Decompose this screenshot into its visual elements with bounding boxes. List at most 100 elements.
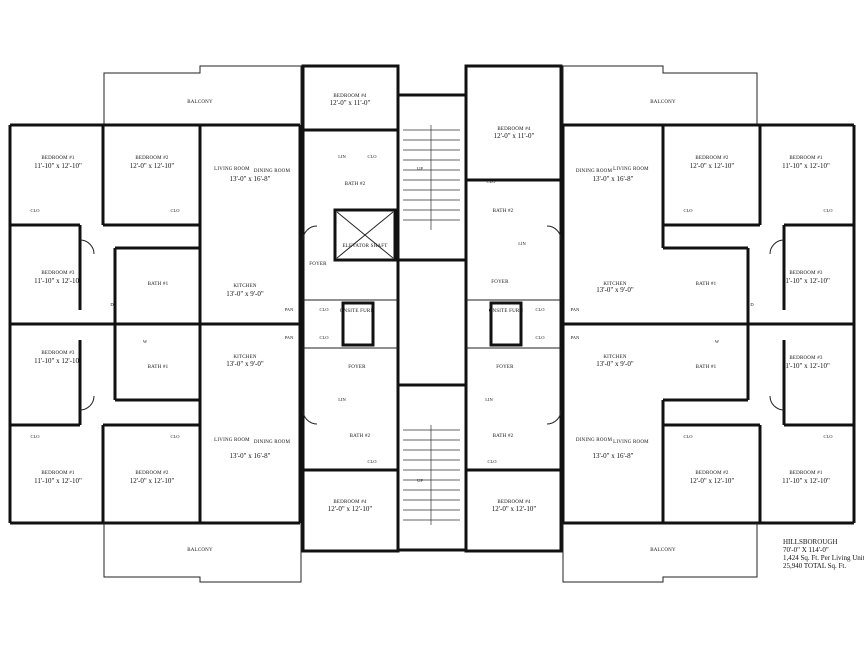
bedroom1-tr-label: BEDROOM #1 xyxy=(789,156,823,161)
pan-r-top: PAN xyxy=(571,307,580,312)
bath1-tr-label: BATH #1 xyxy=(696,282,717,287)
clo-tl-2: CLO xyxy=(171,208,181,213)
bedroom1-tl-dim: 11'-10" x 12'-10" xyxy=(34,162,82,170)
balcony-bottom-left-label: BALCONY xyxy=(187,548,213,553)
stair-up-top: UP xyxy=(417,166,423,171)
bath2-tr-label: BATH #2 xyxy=(493,209,514,214)
bedroom1-tr-dim: 11'-10" x 12'-10" xyxy=(782,162,830,170)
dining-bl-label: DINING ROOM xyxy=(254,440,291,445)
onsite-furn-r: ONSITE FURN xyxy=(489,309,524,314)
clo-tc: CLO xyxy=(368,154,378,159)
clo-br-2: CLO xyxy=(684,434,694,439)
clo-tr-2: CLO xyxy=(684,208,694,213)
stair-up-bottom: UP xyxy=(417,478,423,483)
clo-bl-2: CLO xyxy=(171,434,181,439)
bedroom2-bl-label: BEDROOM #2 xyxy=(135,471,169,476)
living-bl-dim: 13'-0" x 16'-8" xyxy=(230,452,271,460)
pan-r-bottom: PAN xyxy=(571,335,580,340)
bedroom4-tl-dim: 12'-0" x 11'-0" xyxy=(330,99,371,107)
d-r: D xyxy=(750,302,754,307)
kitchen-tl-dim: 13'-0" x 9'-0" xyxy=(226,290,264,298)
foyer-tl-label: FOYER xyxy=(309,262,327,267)
bedroom4-tr-dim: 12'-0" x 11'-0" xyxy=(494,132,535,140)
bath1-tl-label: BATH #1 xyxy=(148,282,169,287)
kitchen-br-label: KITCHEN xyxy=(603,355,627,360)
living-bl-label: LIVING ROOM xyxy=(214,438,250,443)
kitchen-tl-label: KITCHEN xyxy=(233,284,257,289)
pan-l-bottom: PAN xyxy=(285,335,294,340)
bedroom3-tl-dim: 11'-10" x 12'-10" xyxy=(34,277,82,285)
door-swings xyxy=(79,225,785,425)
bedroom2-br-dim: 12'-0" x 12'-10" xyxy=(690,477,735,485)
clo-cr-2: CLO xyxy=(536,335,546,340)
stair-top xyxy=(403,125,460,230)
bedroom2-bl-dim: 12'-0" x 12'-10" xyxy=(130,477,175,485)
living-br-label: LIVING ROOM xyxy=(613,440,649,445)
living-br-dim: 13'-0" x 16'-8" xyxy=(593,452,634,460)
bath2-br-label: BATH #2 xyxy=(493,434,514,439)
w-l: W xyxy=(143,339,148,344)
dining-tl-label: DINING ROOM xyxy=(254,169,291,174)
bedroom1-bl-label: BEDROOM #1 xyxy=(41,471,75,476)
clo-bl-1: CLO xyxy=(31,434,41,439)
bedroom4-bl-dim: 12'-0" x 12'-10" xyxy=(328,505,373,513)
bedroom2-tl-label: BEDROOM #2 xyxy=(135,156,169,161)
bedroom1-br-dim: 11'-10" x 12'-10" xyxy=(782,477,830,485)
clo-tl-1: CLO xyxy=(31,208,41,213)
kitchen-bl-dim: 13'-0" x 9'-0" xyxy=(226,360,264,368)
living-tr-label: LIVING ROOM xyxy=(613,167,649,172)
bedroom2-br-label: BEDROOM #2 xyxy=(695,471,729,476)
bedroom2-tl-dim: 12'-0" x 12'-10" xyxy=(130,162,175,170)
lin-bl: LIN xyxy=(338,397,346,402)
bath1-bl-label: BATH #1 xyxy=(148,365,169,370)
pan-l-top: PAN xyxy=(285,307,294,312)
bedroom4-tl-label: BEDROOM #4 xyxy=(333,94,367,99)
bedroom3-tl-label: BEDROOM #3 xyxy=(41,271,75,276)
bedroom3-tr-label: BEDROOM #3 xyxy=(789,271,823,276)
bedroom1-br-label: BEDROOM #1 xyxy=(789,471,823,476)
d-l: D xyxy=(110,302,114,307)
dining-br-label: DINING ROOM xyxy=(576,438,613,443)
balcony-top-left-label: BALCONY xyxy=(187,100,213,105)
bath2-bl-label: BATH #2 xyxy=(350,434,371,439)
bedroom1-bl-dim: 11'-10" x 12'-10" xyxy=(34,477,82,485)
bedroom1-tl-label: BEDROOM #1 xyxy=(41,156,75,161)
bedroom3-bl-label: BEDROOM #3 xyxy=(41,351,75,356)
lin-tr: LIN xyxy=(518,241,526,246)
kitchen-bl-label: KITCHEN xyxy=(233,355,257,360)
bath2-tl-label: BATH #2 xyxy=(345,182,366,187)
clo-br-1: CLO xyxy=(824,434,834,439)
stair-bottom xyxy=(403,425,460,525)
right-wing-walls xyxy=(561,65,856,583)
balcony-top-right-label: BALCONY xyxy=(650,100,676,105)
clo-cr-1: CLO xyxy=(536,307,546,312)
bedroom2-tr-label: BEDROOM #2 xyxy=(695,156,729,161)
living-tl-dim: 13'-0" x 16'-8" xyxy=(230,175,271,183)
living-tl-label: LIVING ROOM xyxy=(214,167,250,172)
clo-cl-1: CLO xyxy=(320,307,330,312)
elevator-label: ELEVATOR SHAFT xyxy=(343,244,388,249)
kitchen-br-dim: 13'-0" x 9'-0" xyxy=(596,360,634,368)
bedroom3-br-label: BEDROOM #3 xyxy=(789,356,823,361)
living-tr-dim: 13'-0" x 16'-8" xyxy=(593,175,634,183)
center-core-walls xyxy=(301,64,563,553)
onsite-furn-l: ONSITE FURN xyxy=(340,309,375,314)
clo-bc-r: CLO xyxy=(488,459,498,464)
plan-per-unit: 1,424 Sq. Ft. Per Living Unit xyxy=(783,554,864,562)
lin-br: LIN xyxy=(485,397,493,402)
plan-info-block: HILLSBOROUGH 70'-0" X 114'-0" 1,424 Sq. … xyxy=(783,538,864,570)
bedroom4-br-dim: 12'-0" x 12'-10" xyxy=(492,505,537,513)
clo-tr-1: CLO xyxy=(824,208,834,213)
dining-tr-label: DINING ROOM xyxy=(576,169,613,174)
bedroom2-tr-dim: 12'-0" x 12'-10" xyxy=(690,162,735,170)
clo-tr-c: CLO xyxy=(487,179,497,184)
plan-name: HILLSBOROUGH xyxy=(783,538,838,546)
plan-total: 25,940 TOTAL Sq. Ft. xyxy=(783,562,847,570)
balcony-bottom-right-label: BALCONY xyxy=(650,548,676,553)
bedroom3-tr-dim: 11'-10" x 12'-10" xyxy=(782,277,830,285)
left-wing-walls xyxy=(8,65,302,583)
foyer-br-label: FOYER xyxy=(496,365,514,370)
bedroom4-br-label: BEDROOM #4 xyxy=(497,500,531,505)
bedroom4-bl-label: BEDROOM #4 xyxy=(333,500,367,505)
